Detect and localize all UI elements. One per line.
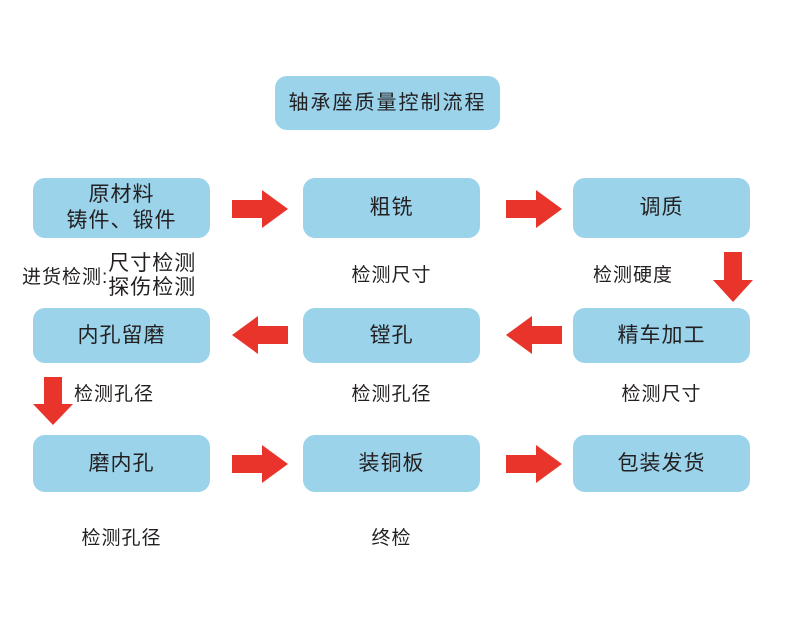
node-packaging-shipping-label: 包装发货 — [617, 451, 706, 475]
inbound-inspection-items: 尺寸检测 探伤检测 — [108, 252, 197, 299]
caption-grind-inner-bore: 检测孔径 — [81, 528, 162, 549]
node-raw-material[interactable]: 原材料 铸件、锻件 — [33, 178, 210, 238]
node-grind-inner-bore-label: 磨内孔 — [88, 451, 155, 475]
caption-bore-grind-allowance: 检测孔径 — [74, 384, 155, 405]
arrow-row3-left-to-mid — [232, 445, 288, 483]
arrow-row2-mid-to-left — [232, 316, 288, 354]
inbound-inspection-label: 进货检测: 尺寸检测 探伤检测 — [22, 252, 196, 299]
arrow-row1-right-down-to-row2 — [713, 252, 753, 302]
flowchart-title-label: 轴承座质量控制流程 — [288, 91, 487, 114]
node-finish-turning-label: 精车加工 — [617, 323, 706, 347]
node-grind-inner-bore[interactable]: 磨内孔 — [33, 435, 210, 492]
flowchart-title-box: 轴承座质量控制流程 — [275, 76, 500, 130]
node-quenching-tempering-label: 调质 — [639, 196, 684, 220]
node-bore-grind-allowance-label: 内孔留磨 — [77, 323, 166, 347]
arrow-row2-left-down-to-row3 — [33, 377, 73, 425]
node-bore-grind-allowance[interactable]: 内孔留磨 — [33, 308, 210, 363]
node-quenching-tempering[interactable]: 调质 — [573, 178, 750, 238]
node-install-copper-plate[interactable]: 装铜板 — [303, 435, 480, 492]
node-finish-turning[interactable]: 精车加工 — [573, 308, 750, 363]
node-boring-label: 镗孔 — [369, 323, 414, 347]
node-boring[interactable]: 镗孔 — [303, 308, 480, 363]
node-rough-milling-label: 粗铣 — [369, 196, 414, 220]
caption-quenching-tempering: 检测硬度 — [592, 265, 673, 286]
caption-rough-milling: 检测尺寸 — [351, 265, 432, 286]
caption-boring: 检测孔径 — [351, 384, 432, 405]
node-packaging-shipping[interactable]: 包装发货 — [573, 435, 750, 492]
caption-install-copper-plate: 终检 — [371, 528, 412, 549]
node-rough-milling[interactable]: 粗铣 — [303, 178, 480, 238]
arrow-row3-mid-to-right — [506, 445, 562, 483]
node-install-copper-plate-label: 装铜板 — [358, 451, 425, 475]
arrow-row1-left-to-mid — [232, 190, 288, 228]
caption-finish-turning: 检测尺寸 — [621, 384, 702, 405]
inbound-inspection-lead: 进货检测: — [22, 267, 109, 289]
node-raw-material-label: 原材料 铸件、锻件 — [66, 183, 177, 232]
arrow-row2-right-to-mid — [506, 316, 562, 354]
arrow-row1-mid-to-right — [506, 190, 562, 228]
